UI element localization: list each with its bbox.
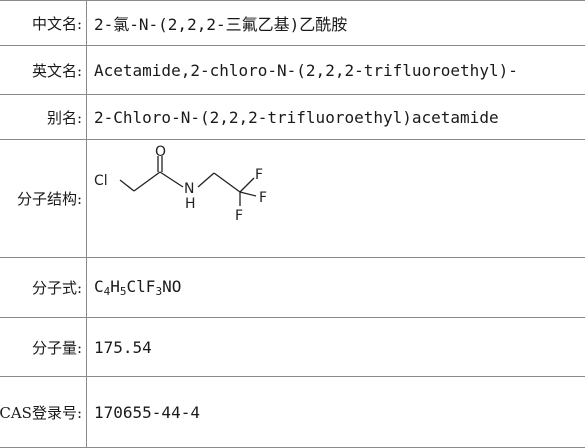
english-name-value: Acetamide,2-chloro-N-(2,2,2-trifluoroeth…: [87, 46, 585, 95]
alias-value: 2-Chloro-N-(2,2,2-trifluoroethyl)acetami…: [87, 95, 585, 140]
formula-value: C4H5ClF3NO: [87, 258, 585, 318]
atom-f2: F: [259, 190, 267, 206]
structure-cell: Cl O N H F F F: [87, 140, 585, 258]
row-cas: CAS登录号: 170655-44-4: [0, 377, 585, 448]
chinese-name-label: 中文名:: [0, 1, 87, 46]
bond-c-f1: [240, 178, 254, 192]
row-chinese-name: 中文名: 2-氯-N-(2,2,2-三氟乙基)乙酰胺: [0, 1, 585, 46]
bond-c-cf3: [214, 173, 240, 192]
atom-f3: F: [235, 208, 243, 224]
atom-n: N: [184, 181, 194, 197]
alias-label: 别名:: [0, 95, 87, 140]
row-alias: 别名: 2-Chloro-N-(2,2,2-trifluoroethyl)ace…: [0, 95, 585, 140]
atom-h: H: [185, 196, 196, 212]
bond-c-f2: [240, 192, 256, 196]
chinese-name-value: 2-氯-N-(2,2,2-三氟乙基)乙酰胺: [87, 1, 585, 46]
bond-c-n: [160, 172, 183, 187]
bond-c-c: [134, 172, 160, 191]
structure-label: 分子结构:: [0, 140, 87, 258]
row-mol-weight: 分子量: 175.54: [0, 318, 585, 377]
formula-h: H: [110, 277, 120, 296]
atom-o: O: [155, 144, 166, 160]
formula-h-count: 5: [120, 285, 127, 298]
mol-weight-value: 175.54: [87, 318, 585, 377]
atom-f1: F: [255, 167, 263, 183]
row-formula: 分子式: C4H5ClF3NO: [0, 258, 585, 318]
formula-clf: ClF: [127, 277, 156, 296]
atom-cl: Cl: [94, 173, 108, 189]
mol-weight-label: 分子量:: [0, 318, 87, 377]
molecular-structure-image: Cl O N H F F F: [94, 144, 284, 254]
formula-c: C: [94, 277, 104, 296]
formula-no: NO: [162, 277, 181, 296]
bond-cl-c: [120, 180, 134, 191]
bond-n-c: [198, 173, 214, 187]
row-structure: 分子结构: Cl O N H F: [0, 140, 585, 258]
cas-value: 170655-44-4: [87, 377, 585, 448]
cas-label: CAS登录号:: [0, 377, 87, 448]
english-name-label: 英文名:: [0, 46, 87, 95]
row-english-name: 英文名: Acetamide,2-chloro-N-(2,2,2-trifluo…: [0, 46, 585, 95]
formula-label: 分子式:: [0, 258, 87, 318]
